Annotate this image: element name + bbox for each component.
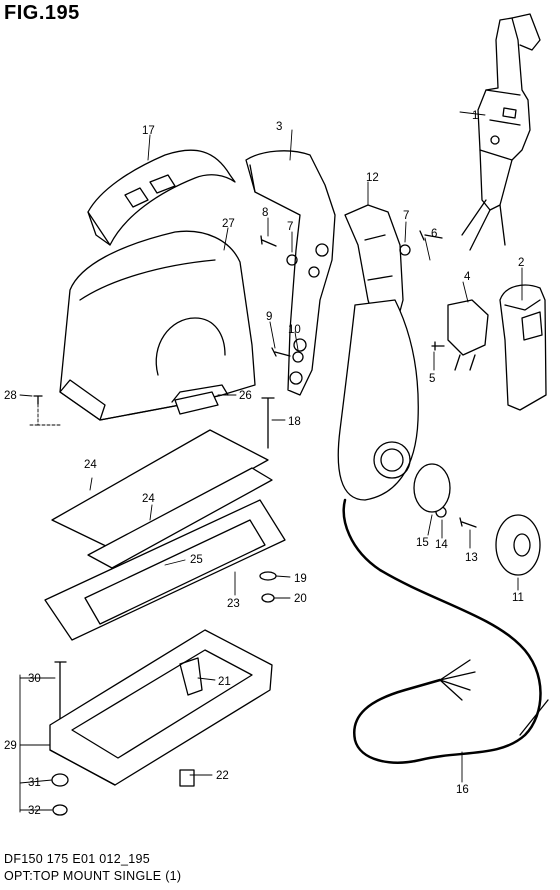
callout-32: 32: [28, 805, 41, 817]
callout-26: 26: [239, 390, 252, 402]
part-15-plate: [413, 463, 451, 513]
callout-8: 8: [262, 207, 268, 219]
part-1-control-assembly: [461, 13, 541, 251]
part-29-base: [49, 629, 273, 786]
footer-model-code: DF150 175 E01 012_195: [4, 852, 150, 866]
callout-27: 27: [222, 218, 235, 230]
callout-12: 12: [366, 172, 379, 184]
part-3-lever-housing: [245, 150, 336, 396]
leader-lines: [19, 111, 523, 813]
callout-22: 22: [216, 770, 229, 782]
part-27-housing-cover: [59, 230, 256, 421]
callout-4: 4: [464, 271, 471, 283]
part-11-cap: [495, 514, 541, 576]
footer-description: OPT:TOP MOUNT SINGLE (1): [4, 869, 182, 883]
callout-23: 23: [227, 598, 240, 610]
callout-28: 28: [4, 390, 17, 402]
part-26-spacer: [174, 391, 219, 415]
callout-16: 16: [456, 784, 469, 796]
callout-14: 14: [435, 539, 448, 551]
callout-19: 19: [294, 573, 307, 585]
callout-20: 20: [294, 593, 307, 605]
part-24-brackets: [51, 429, 273, 569]
callout-7a: 7: [287, 221, 293, 233]
callout-5: 5: [429, 373, 435, 385]
callout-30: 30: [28, 673, 41, 685]
callout-17: 17: [142, 125, 155, 137]
part-2-grip: [499, 284, 547, 411]
callout-25: 25: [190, 554, 203, 566]
part-4-switch: [447, 299, 489, 371]
callout-labels: 1 2 3 4 5 6 7 7 8 9 10 11 12 13 14 15 16…: [4, 110, 524, 817]
callout-2: 2: [518, 257, 524, 269]
callout-1: 1: [472, 110, 478, 122]
callout-31: 31: [28, 777, 41, 789]
callout-21: 21: [218, 676, 231, 688]
callout-13: 13: [465, 552, 478, 564]
callout-9: 9: [266, 311, 272, 323]
callout-24b: 24: [142, 493, 155, 505]
part-16-wiring-harness: [342, 498, 549, 764]
figure-title: FIG.195: [4, 2, 80, 24]
callout-7b: 7: [403, 210, 409, 222]
callout-15: 15: [416, 537, 429, 549]
callout-18: 18: [288, 416, 301, 428]
callout-10: 10: [288, 324, 301, 336]
callout-6: 6: [431, 228, 437, 240]
part-12-throttle-arm: [337, 204, 419, 501]
callout-29: 29: [4, 740, 17, 752]
part-23-gasket: [44, 499, 286, 641]
part-17-top-cover: [87, 149, 236, 246]
callout-11: 11: [512, 592, 524, 604]
callout-3: 3: [276, 121, 282, 133]
small-parts: [51, 769, 195, 816]
callout-24a: 24: [84, 459, 97, 471]
